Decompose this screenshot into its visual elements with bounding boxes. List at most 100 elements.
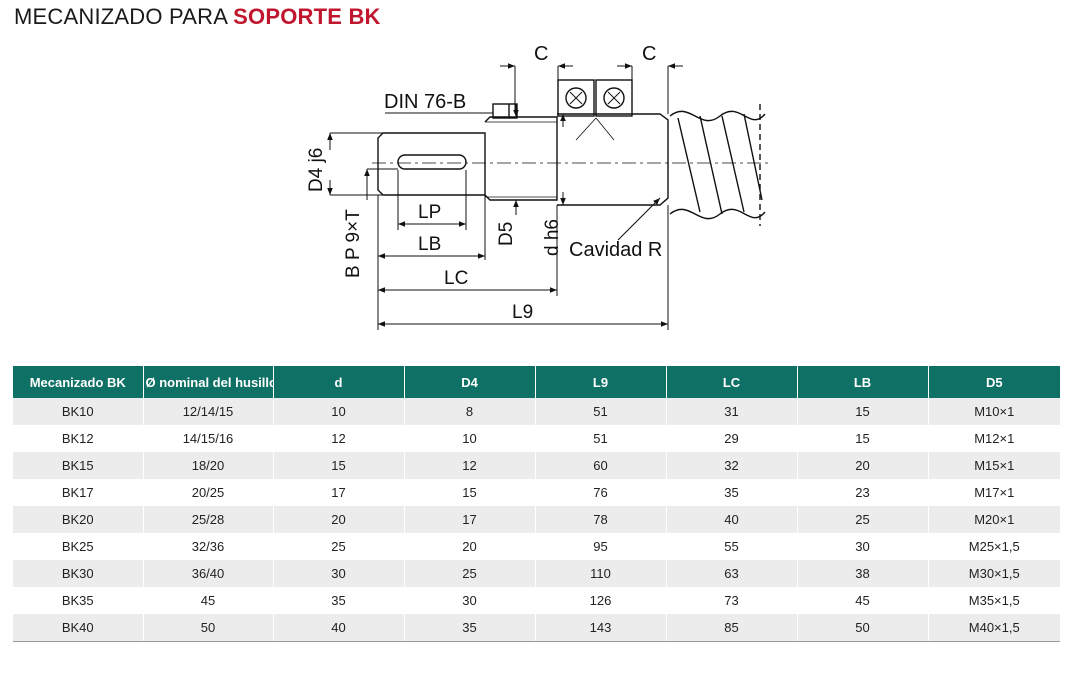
table-cell: 25 [797,506,929,533]
title-prefix: MECANIZADO PARA [14,4,227,29]
table-cell: M17×1 [928,479,1060,506]
table-cell: 17 [273,479,405,506]
label-lp: LP [418,202,441,223]
table-cell: 73 [666,587,798,614]
table-cell: 15 [797,425,929,452]
table-cell: 95 [535,533,667,560]
table-cell: M12×1 [928,425,1060,452]
table-cell: M30×1,5 [928,560,1060,587]
table-cell: 12/14/15 [143,398,274,425]
label-din: DIN 76-B [384,91,466,113]
label-c-right: C [642,43,656,65]
table-cell: 36/40 [143,560,274,587]
table-cell: 110 [535,560,667,587]
page-title: MECANIZADO PARA SOPORTE BK [14,4,381,30]
table-cell: 20 [797,452,929,479]
table-cell: 15 [404,479,536,506]
table-cell: 10 [273,398,405,425]
table-cell: 12 [404,452,536,479]
header-d4: D4 [404,366,536,398]
table-cell: BK12 [13,425,144,452]
table-cell: 40 [273,614,405,642]
table-cell: BK10 [13,398,144,425]
header-lc: LC [666,366,798,398]
table-cell: 29 [666,425,798,452]
table-cell: 15 [797,398,929,425]
table-cell: M15×1 [928,452,1060,479]
header-l9: L9 [535,366,667,398]
table-cell: 15 [273,452,405,479]
table-cell: 143 [535,614,667,642]
table-cell: 76 [535,479,667,506]
table-cell: BK17 [13,479,144,506]
header-nominal: Ø nominal del husillo [143,366,274,398]
table-cell: 31 [666,398,798,425]
table-cell: M35×1,5 [928,587,1060,614]
table-cell: M25×1,5 [928,533,1060,560]
header-mecanizado: Mecanizado BK [13,366,144,398]
table-cell: 78 [535,506,667,533]
header-d5: D5 [928,366,1060,398]
table-cell: 12 [273,425,405,452]
table-cell: M40×1,5 [928,614,1060,642]
table-header-row: Mecanizado BK Ø nominal del husillo d D4… [13,366,1060,398]
header-d: d [273,366,405,398]
table-cell: BK35 [13,587,144,614]
table-cell: 55 [666,533,798,560]
shaft-outline [372,79,770,226]
label-bp: B P 9×T [343,209,364,278]
table-cell: 85 [666,614,798,642]
table-cell: 38 [797,560,929,587]
label-lb: LB [418,234,441,255]
table-cell: BK40 [13,614,144,642]
table-cell: 25 [273,533,405,560]
title-highlight: SOPORTE BK [233,4,381,29]
table-cell: 17 [404,506,536,533]
header-lb: LB [797,366,929,398]
table-cell: BK30 [13,560,144,587]
table-cell: 63 [666,560,798,587]
table-row: BK17 20/25 17 15 76 35 23 M17×1 [13,479,1060,506]
table-cell: 25 [404,560,536,587]
table-cell: BK20 [13,506,144,533]
table-cell: 18/20 [143,452,274,479]
table-row: BK30 36/40 30 25 110 63 38 M30×1,5 [13,560,1060,587]
table-cell: 50 [143,614,274,642]
table-cell: 35 [273,587,405,614]
label-d4: D4 j6 [306,148,327,192]
table-cell: 25/28 [143,506,274,533]
table-cell: M10×1 [928,398,1060,425]
drawing-labels: C C DIN 76-B D4 j6 B P 9×T LP LB D5 d h6… [306,43,662,323]
dimension-lines [327,63,683,330]
table-cell: 32/36 [143,533,274,560]
table-cell: 20 [273,506,405,533]
table-cell: 10 [404,425,536,452]
table-cell: 35 [666,479,798,506]
table-cell: 51 [535,425,667,452]
spec-table: Mecanizado BK Ø nominal del husillo d D4… [13,366,1060,642]
table-cell: 45 [797,587,929,614]
table-cell: 20/25 [143,479,274,506]
table-cell: 126 [535,587,667,614]
table-cell: 30 [404,587,536,614]
table-cell: 32 [666,452,798,479]
table-row: BK25 32/36 25 20 95 55 30 M25×1,5 [13,533,1060,560]
label-l9: L9 [512,302,533,323]
table-cell: 45 [143,587,274,614]
technical-drawing: C C DIN 76-B D4 j6 B P 9×T LP LB D5 d h6… [306,43,770,330]
label-c-left: C [534,43,548,65]
table-row: BK12 14/15/16 12 10 51 29 15 M12×1 [13,425,1060,452]
table-cell: BK15 [13,452,144,479]
table-cell: 60 [535,452,667,479]
table-cell: 8 [404,398,536,425]
table-cell: 30 [797,533,929,560]
table-cell: BK25 [13,533,144,560]
table-cell: 30 [273,560,405,587]
table-row: BK20 25/28 20 17 78 40 25 M20×1 [13,506,1060,533]
table-row: BK10 12/14/15 10 8 51 31 15 M10×1 [13,398,1060,425]
label-cavidad: Cavidad R [569,239,662,261]
label-d5: D5 [496,222,517,246]
table-cell: 40 [666,506,798,533]
table-cell: 23 [797,479,929,506]
label-dh6: d h6 [542,219,563,256]
